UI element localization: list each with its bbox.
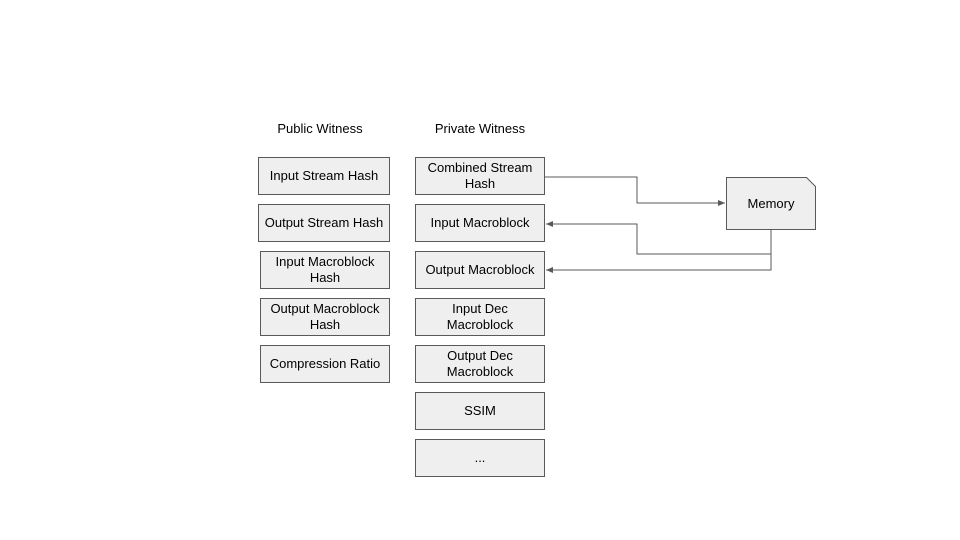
public-witness-title: Public Witness [277, 121, 363, 136]
public-witness-compression-ratio: Compression Ratio [260, 345, 390, 383]
public-witness-output-macroblock-hash: Output Macroblock Hash [260, 298, 390, 336]
arrow-memory-to-output-macroblock [546, 254, 772, 273]
memory-label: Memory [747, 196, 795, 211]
memory-shape [726, 177, 816, 230]
private-witness-output-macroblock: Output Macroblock [415, 251, 545, 289]
memory-node: Memory [726, 177, 816, 230]
public-witness-output-stream-hash: Output Stream Hash [258, 204, 390, 242]
private-witness-ssim: SSIM [415, 392, 545, 430]
private-witness-title: Private Witness [434, 121, 526, 136]
arrow-combined-hash-to-memory [545, 176, 725, 206]
public-witness-input-macroblock-hash: Input Macroblock Hash [260, 251, 390, 289]
private-witness-input-macroblock: Input Macroblock [415, 204, 545, 242]
private-witness-combined-stream-hash: Combined Stream Hash [415, 157, 545, 195]
private-witness-ellipsis: ... [415, 439, 545, 477]
private-witness-input-dec-macroblock: Input Dec Macroblock [415, 298, 545, 336]
public-witness-input-stream-hash: Input Stream Hash [258, 157, 390, 195]
private-witness-output-dec-macroblock: Output Dec Macroblock [415, 345, 545, 383]
